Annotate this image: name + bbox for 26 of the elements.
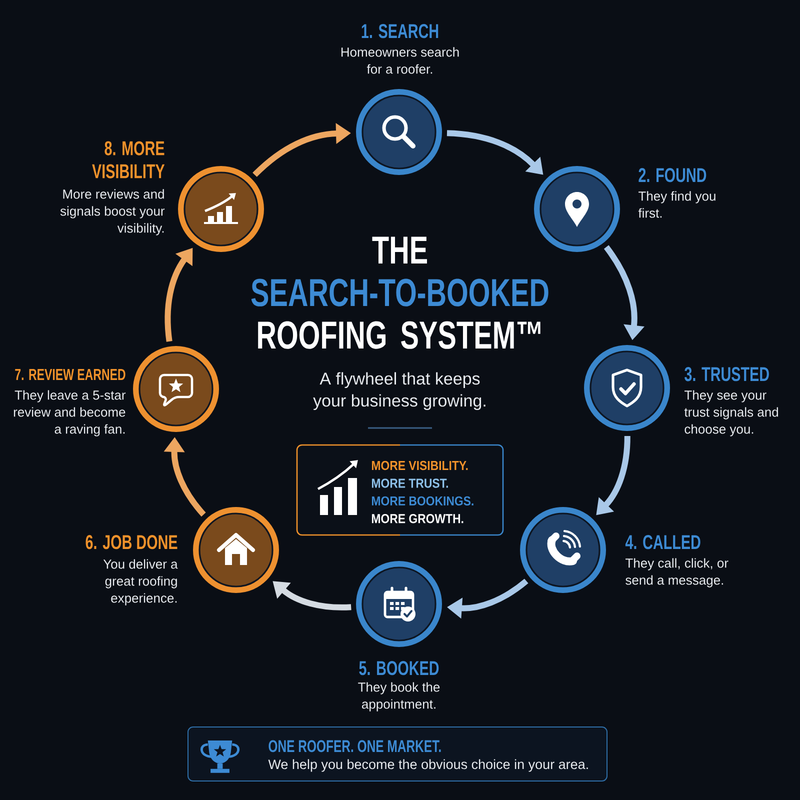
step-heading: 4. CALLED — [625, 535, 700, 550]
slogan-line: MORE BOOKINGS. — [372, 496, 474, 506]
step-description: They call, click, or send a message. — [626, 558, 728, 588]
banner-heading: ONE ROOFER. ONE MARKET. — [268, 740, 441, 752]
step-heading: 2. FOUND — [638, 168, 706, 182]
banner — [188, 726, 608, 782]
step-heading: 8. MORE VISIBILITY — [92, 141, 165, 178]
step-heading: 7. REVIEW EARNED — [15, 368, 126, 380]
step-description: You deliver a great roofing experience. — [103, 559, 178, 606]
callout-box — [296, 444, 504, 536]
banner-text: We help you become the obvious choice in your area. — [268, 759, 588, 772]
step-description: More reviews and signals boost your visibility. — [60, 189, 165, 236]
slogan-line: MORE VISIBILITY. — [372, 460, 468, 470]
step-description: They see your trust signals and choose you. — [684, 390, 778, 436]
title: THE SEARCH-TO-BOOKED ROOFING SYSTEM™ — [251, 236, 548, 349]
subtitle: A flywheel that keeps your business growing. — [313, 372, 486, 410]
slogan-line: MORE GROWTH. — [372, 514, 464, 524]
slogan-line: MORE TRUST. — [372, 478, 448, 488]
step-description: They leave a 5-star review and become a raving fan. — [14, 390, 126, 436]
step-description: They find you first. — [638, 191, 716, 218]
step-heading: 6. JOB DONE — [86, 535, 178, 550]
step-description: They book the appointment. — [358, 682, 440, 712]
step-heading: 1. SEARCH — [362, 24, 438, 38]
step-description: Homeowners search for a roofer. — [341, 47, 459, 74]
step-heading: 3. TRUSTED — [684, 367, 769, 382]
step-heading: 5. BOOKED — [359, 661, 439, 676]
